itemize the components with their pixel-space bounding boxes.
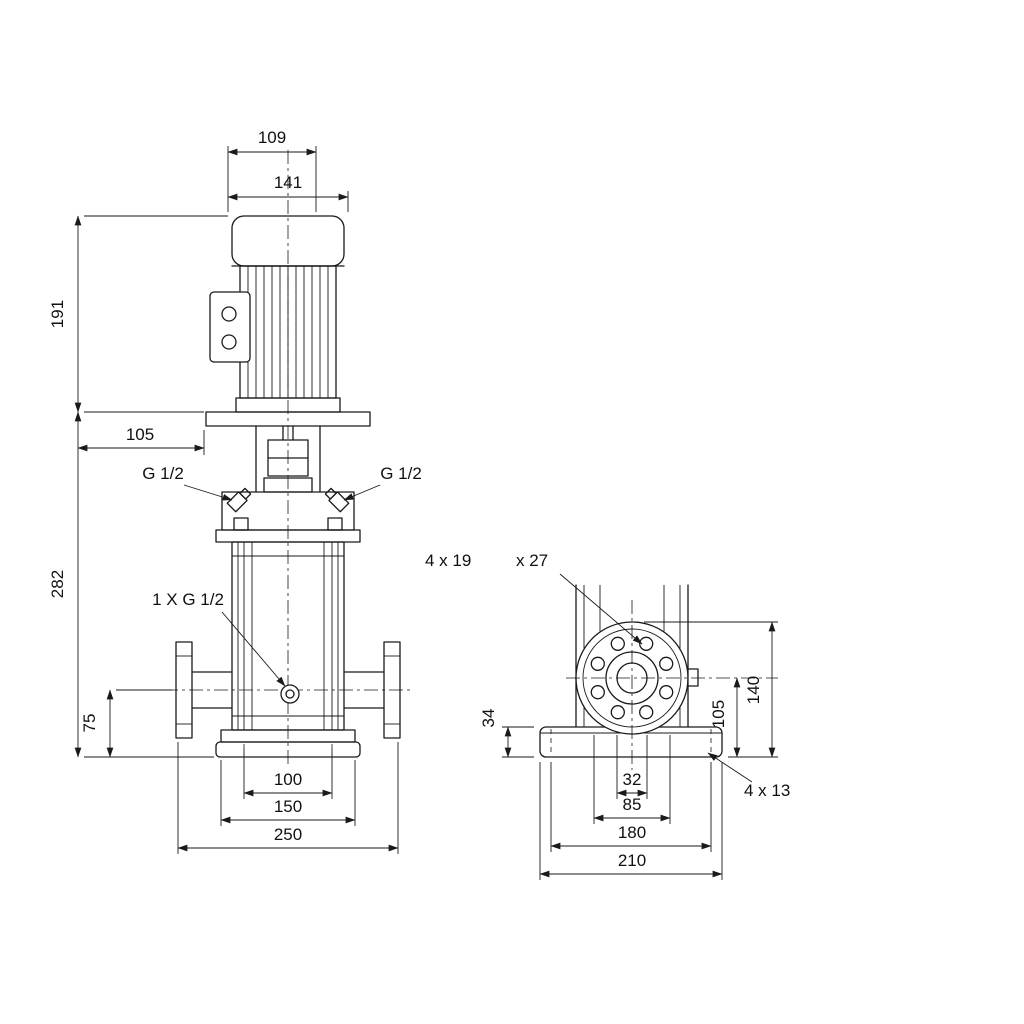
port-label-left: G 1/2 <box>142 464 184 483</box>
side-view: 4 x 19 x 27 34 105 140 32 <box>425 551 790 880</box>
dimension-140: 140 <box>644 621 778 758</box>
dimension-85: 85 <box>593 735 671 824</box>
port-label-left-group: G 1/2 <box>142 464 233 501</box>
flange-holes-label-group: 4 x 19 x 27 <box>425 551 643 645</box>
dim-label-210: 210 <box>618 851 646 870</box>
dim-label-105-front: 105 <box>126 425 154 444</box>
dim-label-191: 191 <box>48 300 67 328</box>
port-label-right: G 1/2 <box>380 464 422 483</box>
dimension-180: 180 <box>550 762 712 852</box>
dim-label-282: 282 <box>48 570 67 598</box>
front-view: 109 141 191 105 282 G 1/2 G 1/2 <box>48 128 422 854</box>
port-label-right-group: G 1/2 <box>343 464 422 501</box>
priming-plug-right <box>324 487 350 513</box>
dimension-75: 75 <box>80 689 172 758</box>
priming-plug-left <box>226 487 252 513</box>
dim-label-85: 85 <box>623 795 642 814</box>
dim-label-150: 150 <box>274 797 302 816</box>
base-front <box>215 729 361 758</box>
gauge-tap <box>687 668 699 687</box>
cable-entry-top <box>221 306 237 322</box>
staybolt-nut-left <box>233 517 249 531</box>
dimension-191: 191 <box>48 215 228 413</box>
dim-label-75: 75 <box>80 714 99 733</box>
drain-plug <box>280 684 300 704</box>
flange-bolt-holes <box>590 636 674 720</box>
dim-label-250: 250 <box>274 825 302 844</box>
side-flange <box>566 600 778 770</box>
dimension-282: 282 <box>48 411 214 758</box>
dimension-141: 141 <box>227 173 349 212</box>
dimension-150: 150 <box>220 760 356 826</box>
dim-label-105-side: 105 <box>709 700 728 728</box>
dim-label-180: 180 <box>618 823 646 842</box>
base-holes-label: 4 x 13 <box>744 781 790 800</box>
base-feet-front <box>215 741 361 758</box>
dimension-109: 109 <box>227 128 317 212</box>
terminal-box <box>209 291 251 363</box>
dim-label-141: 141 <box>274 173 302 192</box>
motor-cooling-fins <box>247 266 329 398</box>
drain-port-label: 1 X G 1/2 <box>152 590 224 609</box>
dimension-105-front: 105 <box>77 425 205 455</box>
dimension-210: 210 <box>539 762 723 880</box>
dim-label-140: 140 <box>744 676 763 704</box>
dim-label-32: 32 <box>623 770 642 789</box>
drain-port-label-group: 1 X G 1/2 <box>152 590 286 687</box>
dimension-100: 100 <box>243 748 333 799</box>
stool-top-plate <box>205 411 371 427</box>
flange-counterbore-label: x 27 <box>516 551 548 570</box>
dimension-32: 32 <box>616 735 648 799</box>
cable-entry-bottom <box>221 334 237 350</box>
dim-label-109: 109 <box>258 128 286 147</box>
motor <box>209 215 345 413</box>
staybolt-nut-right <box>327 517 343 531</box>
flange-holes-label: 4 x 19 <box>425 551 471 570</box>
dim-label-34: 34 <box>479 709 498 728</box>
base-holes-label-group: 4 x 13 <box>707 752 790 800</box>
motor-stool <box>205 411 371 493</box>
dim-label-100: 100 <box>274 770 302 789</box>
dimension-34: 34 <box>479 709 534 758</box>
dimension-250: 250 <box>177 742 399 854</box>
